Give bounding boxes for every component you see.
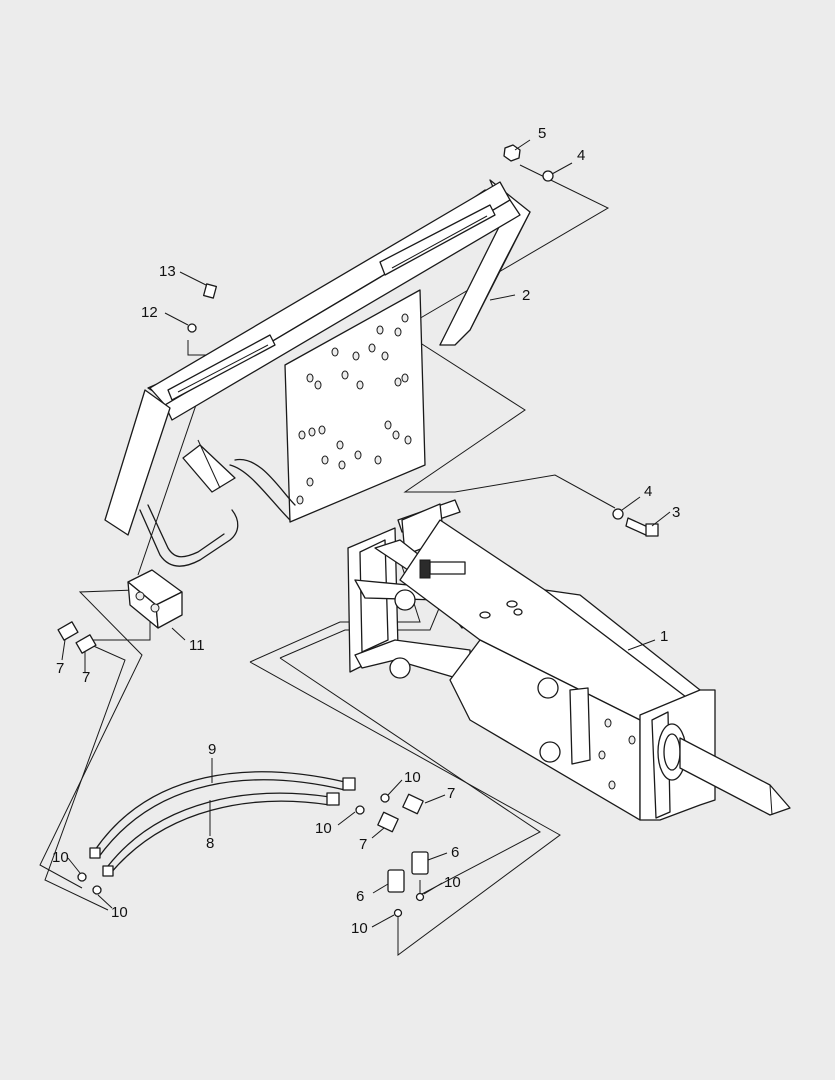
callout-washer-4a: 4 xyxy=(577,147,585,164)
callout-manifold-11: 11 xyxy=(189,637,205,654)
manifold-block xyxy=(127,569,183,629)
callout-bolt-3: 3 xyxy=(672,504,680,521)
callout-breaker: 1 xyxy=(660,628,668,645)
callout-elbow-7d: 7 xyxy=(359,836,367,853)
callout-labels: 1 2 3 4 4 5 6 6 7 7 7 7 8 9 10 10 10 10 … xyxy=(52,125,680,937)
callout-nut-5: 5 xyxy=(538,125,546,142)
callout-elbow-7c: 7 xyxy=(447,785,455,802)
callout-oring-10d: 10 xyxy=(351,920,368,937)
fittings xyxy=(57,144,659,918)
callout-adapter-6b: 6 xyxy=(356,888,364,905)
hose-assemblies xyxy=(89,771,356,877)
callout-washer-4b: 4 xyxy=(644,483,652,500)
callout-oring-10c: 10 xyxy=(444,874,461,891)
leader-lines xyxy=(61,139,671,928)
callout-screw-13: 13 xyxy=(159,263,176,280)
callout-mount-plate: 2 xyxy=(522,287,530,304)
callout-oring-10a: 10 xyxy=(404,769,421,786)
callout-washer-12: 12 xyxy=(141,304,158,321)
callout-oring-10b: 10 xyxy=(315,820,332,837)
mounting-plate-part xyxy=(104,179,531,567)
callout-adapter-6a: 6 xyxy=(451,844,459,861)
callout-elbow-7a: 7 xyxy=(56,660,64,677)
breaker-part xyxy=(347,499,791,821)
callout-oring-10f: 10 xyxy=(111,904,128,921)
callout-oring-10e: 10 xyxy=(52,849,69,866)
callout-hose-9: 9 xyxy=(208,741,216,758)
breaker-plug-nuts xyxy=(389,589,561,763)
callout-hose-8: 8 xyxy=(206,835,214,852)
plate-holes xyxy=(296,313,412,505)
callout-elbow-7b: 7 xyxy=(82,669,90,686)
